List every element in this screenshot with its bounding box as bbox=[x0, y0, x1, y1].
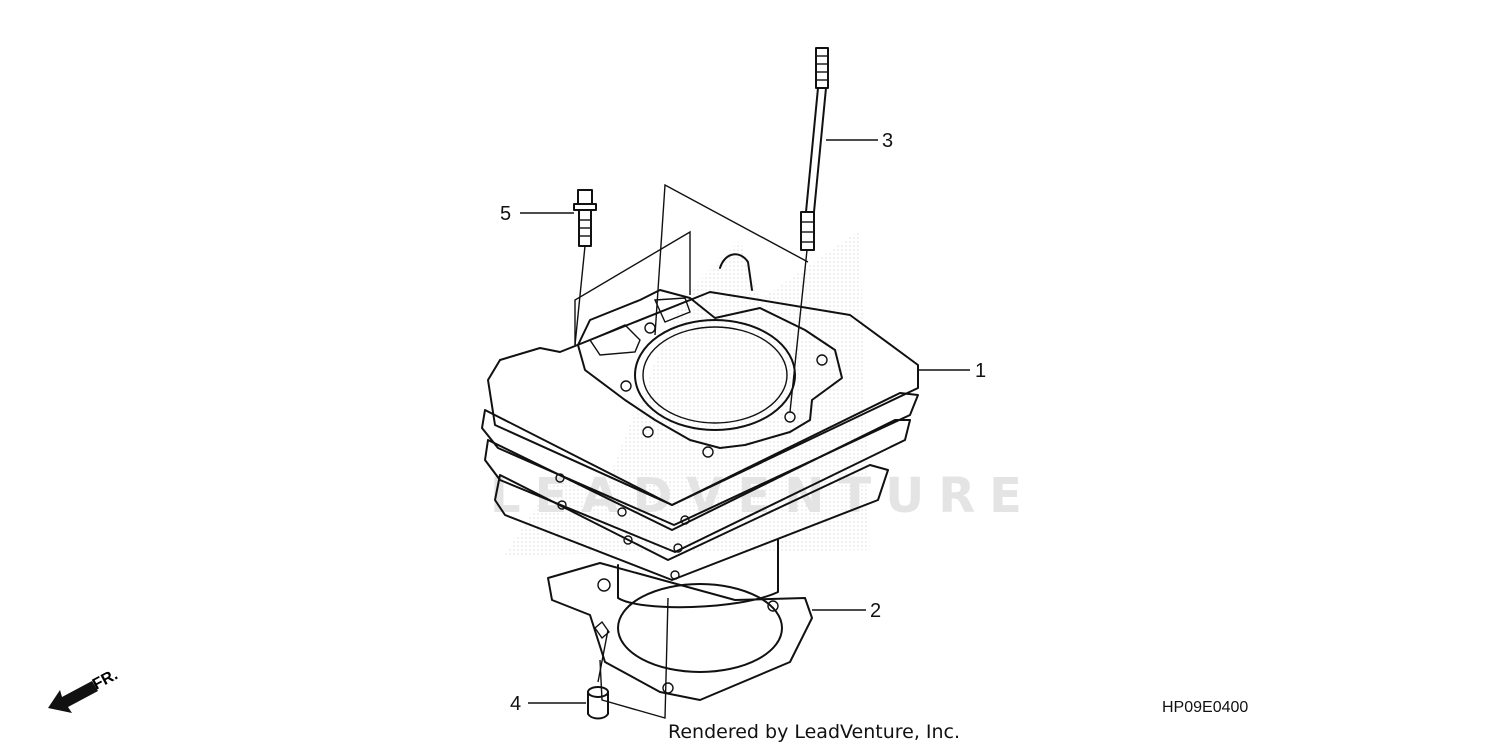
render-credit: Rendered by LeadVenture, Inc. bbox=[668, 721, 960, 743]
callout-3[interactable]: 3 bbox=[826, 130, 893, 152]
diagram-code: HP09E0400 bbox=[1162, 699, 1248, 716]
base-gasket bbox=[547, 562, 813, 701]
flange-bolt bbox=[573, 189, 597, 346]
callout-1[interactable]: 1 bbox=[918, 360, 986, 382]
watermark: LEADVENTURE bbox=[490, 230, 1022, 555]
callout-number-4[interactable]: 4 bbox=[510, 693, 521, 715]
callout-number-2[interactable]: 2 bbox=[870, 600, 881, 622]
cylinder bbox=[481, 253, 919, 581]
callout-4[interactable]: 4 bbox=[510, 693, 586, 715]
callout-number-1[interactable]: 1 bbox=[975, 360, 986, 382]
callout-5[interactable]: 5 bbox=[500, 203, 574, 225]
callout-number-5[interactable]: 5 bbox=[500, 203, 511, 225]
callout-2[interactable]: 2 bbox=[812, 600, 881, 622]
stud-bolt bbox=[789, 47, 829, 413]
cylinder-skirt bbox=[617, 539, 779, 609]
front-direction-arrow: FR. bbox=[48, 666, 121, 713]
dowel-pin bbox=[587, 629, 609, 720]
arrow-left-icon bbox=[48, 681, 98, 713]
assembly-guide-lines bbox=[574, 183, 809, 719]
callout-number-3[interactable]: 3 bbox=[882, 130, 893, 152]
